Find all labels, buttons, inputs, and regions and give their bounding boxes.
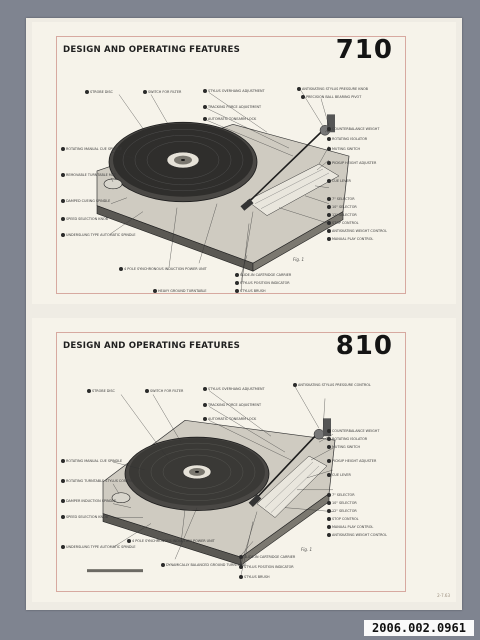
label-cue-spindle: ROTATING MANUAL CUE SPINDLE xyxy=(61,459,122,463)
label-turntable-mat: REMOVABLE TURNTABLE MAT xyxy=(61,173,116,177)
label-manual-play: MANUAL PLAY CONTROL xyxy=(327,237,373,241)
label-12in-selector: 12" SELECTOR xyxy=(327,213,357,217)
feature-sheet-710: DESIGN AND OPERATING FEATURES 710 xyxy=(32,22,456,304)
label-tonearm-lock: AUTOMATIC TONEARM LOCK xyxy=(203,417,256,421)
label-automatic-spindle: UNDERSLUNG TYPE AUTOMATIC SPINDLE xyxy=(61,545,136,549)
label-10in-selector: 10" SELECTOR xyxy=(327,205,357,209)
label-damper-spindle: DAMPER INDUCTION SPINDLE xyxy=(61,499,116,503)
turntable-illustration-810 xyxy=(87,386,336,576)
label-cue-spindle: ROTATING MANUAL CUE SPINDLE xyxy=(61,147,122,151)
model-number: 810 xyxy=(335,331,393,361)
turntable-illustration-710 xyxy=(96,90,350,292)
label-stylus-overhang: STYLUS OVERHANG ADJUSTMENT xyxy=(203,89,265,93)
label-stop-control: STOP CONTROL xyxy=(327,517,359,521)
label-automatic-spindle: UNDERSLUNG TYPE AUTOMATIC SPINDLE xyxy=(61,233,136,237)
label-7in-selector: 7" SELECTOR xyxy=(327,197,355,201)
figure-caption: Fig. 1 xyxy=(301,547,313,552)
label-stylus-indicator: STYLUS POSITION INDICATOR xyxy=(235,281,290,285)
label-antiskating-knob: ANTISKATING STYLUS PRESSURE KNOB xyxy=(297,87,368,91)
label-speed-knob: SPEED SELECTION KNOB xyxy=(61,515,108,519)
label-cartridge-carrier: SLIDE-IN CARTRIDGE CARRIER xyxy=(235,273,291,277)
label-speed-knob: SPEED SELECTION KNOB xyxy=(61,217,108,221)
label-balanced-turntable: DYNAMICALLY BALANCED GROUND TURNTABLE xyxy=(161,563,246,567)
label-power-unit: 4 POLE SYNCHRONOUS INDUCTION POWER UNIT xyxy=(127,539,215,543)
mounting-board: DESIGN AND OPERATING FEATURES 710 xyxy=(26,18,462,610)
label-strobe-disc: STROBE DISC xyxy=(85,90,113,94)
label-muting-switch: MUTING SWITCH xyxy=(327,445,360,449)
label-12in-selector: 12" SELECTOR xyxy=(327,509,357,513)
accession-number-label: 2006.002.0961 xyxy=(364,620,474,636)
label-heavy-turntable: HEAVY GROUND TURNTABLE xyxy=(153,289,207,293)
sheet-frame: DESIGN AND OPERATING FEATURES 710 xyxy=(56,35,406,294)
figure-caption: Fig. 1 xyxy=(293,257,305,262)
label-antiskating-weight: ANTISKATING WEIGHT CONTROL xyxy=(327,229,387,233)
label-filter-switch: SWITCH FOR FILTER xyxy=(145,389,183,393)
label-10in-selector: 10" SELECTOR xyxy=(327,501,357,505)
label-turntable-stylus-control: ROTATING TURNTABLE STYLUS CONTROL xyxy=(61,479,136,483)
label-stylus-brush: STYLUS BRUSH xyxy=(235,289,266,293)
label-manual-play: MANUAL PLAY CONTROL xyxy=(327,525,373,529)
pencil-note: 2-7.63 xyxy=(437,593,450,598)
label-power-unit: 4 POLE SYNCHRONOUS INDUCTION POWER UNIT xyxy=(119,267,207,271)
label-pickup-height: PICKUP HEIGHT ADJUSTER xyxy=(327,459,376,463)
label-strobe-disc: STROBE DISC xyxy=(87,389,115,393)
label-rotating-isolator: ROTATING ISOLATOR xyxy=(327,137,367,141)
label-counterbalance: COUNTERBALANCE WEIGHT xyxy=(327,429,379,433)
sheet-title: DESIGN AND OPERATING FEATURES xyxy=(63,45,241,55)
label-counterbalance: COUNTERBALANCE WEIGHT xyxy=(327,127,379,131)
label-filter-switch: SWITCH FOR FILTER xyxy=(143,90,181,94)
sheet-frame: DESIGN AND OPERATING FEATURES 810 xyxy=(56,331,406,592)
label-antiskating-weight: ANTISKATING WEIGHT CONTROL xyxy=(327,533,387,537)
label-stylus-indicator: STYLUS POSITION INDICATOR xyxy=(239,565,294,569)
label-stop-control: STOP CONTROL xyxy=(327,221,359,225)
label-antiskating-control: ANTISKATING STYLUS PRESSURE CONTROL xyxy=(293,383,371,387)
label-stylus-brush: STYLUS BRUSH xyxy=(239,575,270,579)
label-cue-lever: CUE LEVER xyxy=(327,179,351,183)
label-cue-lever: CUE LEVER xyxy=(327,473,351,477)
feature-sheet-810: DESIGN AND OPERATING FEATURES 810 xyxy=(32,318,456,602)
label-rotating-isolator: ROTATING ISOLATOR xyxy=(327,437,367,441)
label-damped-spindle: DAMPED CUEING SPINDLE xyxy=(61,199,110,203)
label-stylus-overhang: STYLUS OVERHANG ADJUSTMENT xyxy=(203,387,265,391)
label-cartridge-carrier: SLIDE-IN CARTRIDGE CARRIER xyxy=(239,555,295,559)
label-tracking-force: TRACKING FORCE ADJUSTMENT xyxy=(203,105,261,109)
label-tonearm-lock: AUTOMATIC TONEARM LOCK xyxy=(203,117,256,121)
model-number: 710 xyxy=(335,35,393,65)
sheet-title: DESIGN AND OPERATING FEATURES xyxy=(63,341,241,351)
label-7in-selector: 7" SELECTOR xyxy=(327,493,355,497)
label-ball-bearing-pivot: PRECISION BALL BEARING PIVOT xyxy=(301,95,361,99)
label-pickup-height: PICKUP HEIGHT ADJUSTER xyxy=(327,161,376,165)
label-tracking-force: TRACKING FORCE ADJUSTMENT xyxy=(203,403,261,407)
label-muting-switch: MUTING SWITCH xyxy=(327,147,360,151)
